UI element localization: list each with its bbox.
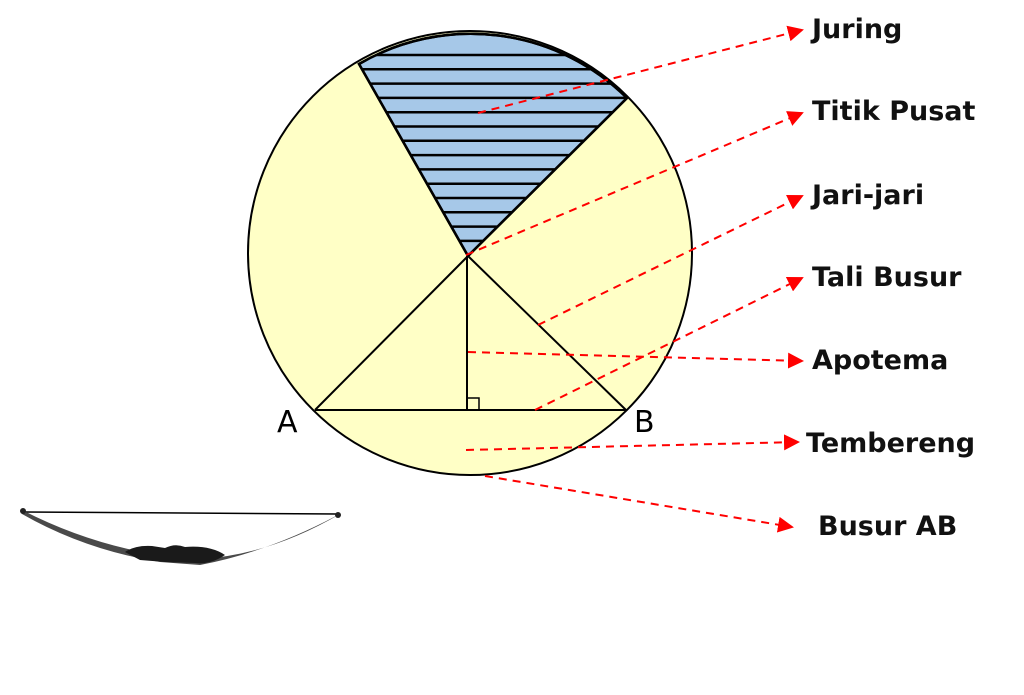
arrow-tali-busur xyxy=(534,277,804,411)
radius-to-a xyxy=(314,255,469,411)
label-apotema: Apotema xyxy=(812,345,949,376)
arrow-busur-ab xyxy=(484,475,794,533)
radius-to-b xyxy=(467,255,627,411)
right-angle-marker xyxy=(467,397,480,410)
label-titik-pusat: Titik Pusat xyxy=(812,96,976,127)
juring-outline xyxy=(357,32,629,259)
label-juring: Juring xyxy=(812,14,903,45)
bow-image xyxy=(20,508,341,565)
label-jari-jari: Jari-jari xyxy=(812,180,925,211)
point-a-label: A xyxy=(277,405,298,440)
label-busur-ab: Busur AB xyxy=(818,511,958,542)
label-tembereng: Tembereng xyxy=(806,428,976,459)
point-b-label: B xyxy=(634,405,655,440)
arrow-jari-jari xyxy=(537,194,804,326)
label-tali-busur: Tali Busur xyxy=(812,262,962,293)
arrow-titik-pusat xyxy=(465,111,804,256)
